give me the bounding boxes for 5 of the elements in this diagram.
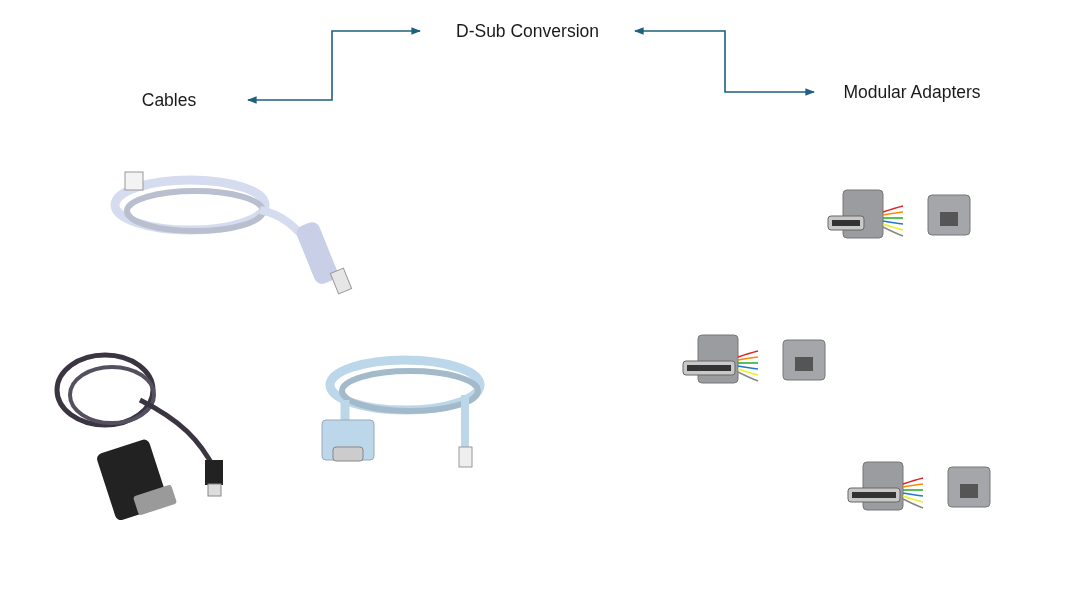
connector-arrow — [247, 27, 421, 104]
category-label: Modular Adapters — [843, 81, 981, 103]
connector-arrow — [634, 27, 815, 96]
category-label: D-Sub Conversion — [456, 20, 599, 42]
category-label: Cables — [141, 89, 197, 111]
